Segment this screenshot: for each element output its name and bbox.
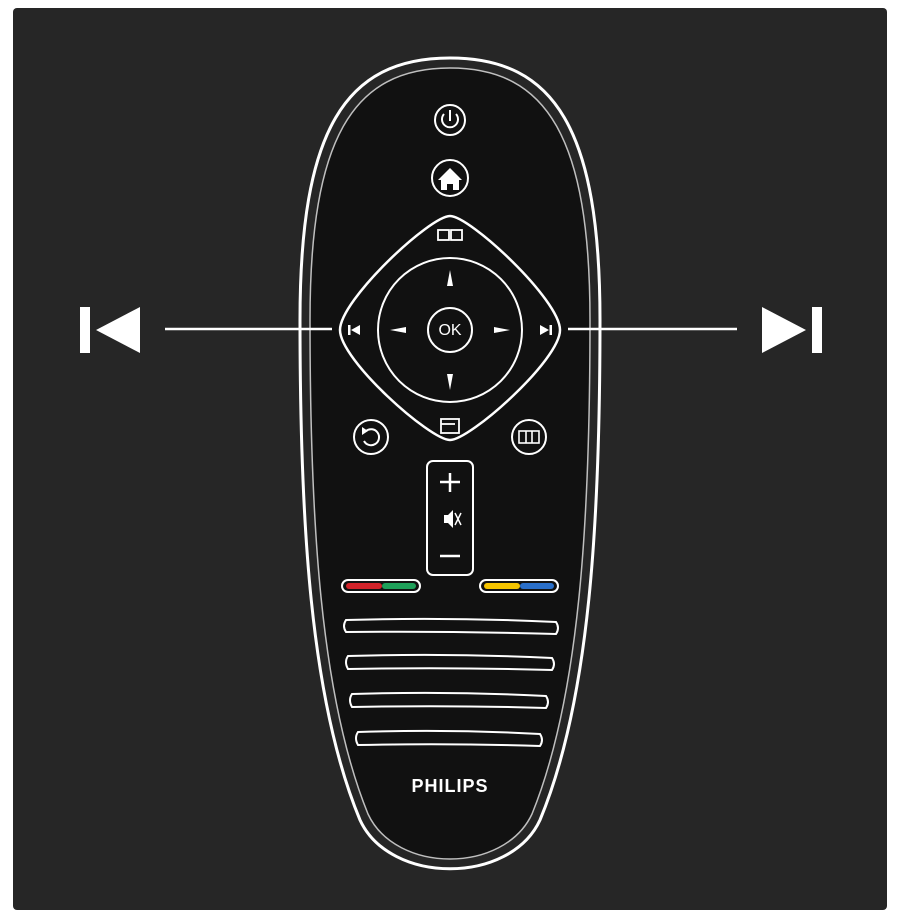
color-keys-right[interactable] xyxy=(480,580,558,592)
red-key[interactable] xyxy=(346,583,382,589)
color-keys-left[interactable] xyxy=(342,580,420,592)
key-row-4[interactable] xyxy=(356,731,542,746)
key-row-1[interactable] xyxy=(344,619,558,634)
back-button[interactable] xyxy=(354,420,388,454)
brand-logo: PHILIPS xyxy=(411,776,488,796)
ok-button[interactable]: OK xyxy=(428,308,472,352)
skip-previous-large-icon xyxy=(80,307,140,353)
ok-label: OK xyxy=(438,322,461,339)
skip-next-large-icon xyxy=(762,307,822,353)
key-row-2[interactable] xyxy=(346,655,554,670)
green-key[interactable] xyxy=(382,583,416,589)
power-button[interactable] xyxy=(435,105,465,135)
yellow-key[interactable] xyxy=(484,583,520,589)
format-button[interactable] xyxy=(512,420,546,454)
home-button[interactable] xyxy=(432,160,468,196)
blue-key[interactable] xyxy=(520,583,554,589)
volume-rocker[interactable] xyxy=(427,461,473,575)
key-row-3[interactable] xyxy=(350,693,548,708)
